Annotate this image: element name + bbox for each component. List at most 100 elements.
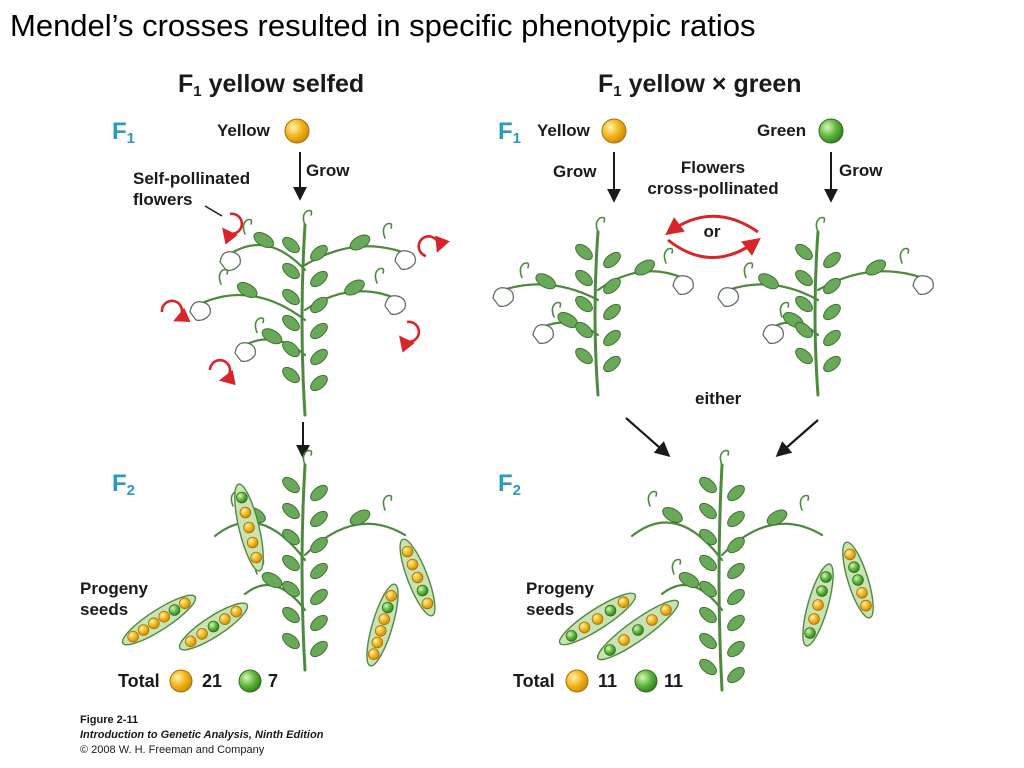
tendril xyxy=(519,262,530,279)
leaf xyxy=(795,243,813,261)
leaf xyxy=(310,614,328,632)
tendril xyxy=(743,262,754,279)
yellow-seed-icon xyxy=(601,118,627,144)
yellow-seed-icon xyxy=(179,597,191,610)
leaf xyxy=(634,259,656,276)
leaf xyxy=(282,314,300,332)
leaf xyxy=(261,328,283,345)
pea-flower xyxy=(394,250,416,270)
plant-stem xyxy=(717,463,724,692)
tendril xyxy=(382,494,393,511)
yellow-seed-icon xyxy=(250,551,263,564)
pod-shell xyxy=(366,583,399,667)
yellow-seed-icon xyxy=(367,648,380,660)
pointer-line xyxy=(204,205,223,217)
figure-caption: Figure 2-11 Introduction to Genetic Anal… xyxy=(80,713,323,758)
seed-pod xyxy=(558,592,637,646)
pea-flower xyxy=(492,287,514,307)
leaf xyxy=(282,606,300,624)
yellow-seed-icon xyxy=(401,545,414,558)
leaf xyxy=(310,348,328,366)
right-progeny-label-line2: seeds xyxy=(526,600,575,619)
green-seed-icon xyxy=(604,604,617,617)
green-seed-icon xyxy=(632,624,644,636)
self-pollinated-label-line2: flowers xyxy=(133,190,193,209)
green-seed-icon xyxy=(604,644,616,656)
yellow-seed-icon xyxy=(169,669,193,693)
right-green-count: 11 xyxy=(664,671,684,691)
tendril xyxy=(374,267,385,284)
pea-plant xyxy=(630,449,824,692)
pea-flower xyxy=(384,295,406,315)
leaf xyxy=(727,588,745,606)
leaf xyxy=(865,259,887,276)
leaf xyxy=(795,321,813,339)
right-green-label: Green xyxy=(757,121,807,140)
leaf xyxy=(699,632,717,650)
green-seed-icon xyxy=(168,604,181,616)
either-label: either xyxy=(695,389,742,408)
leaf xyxy=(310,296,328,314)
seed-pod xyxy=(802,563,834,647)
plant-stem xyxy=(300,463,307,672)
leaf xyxy=(575,321,593,339)
self-pollination-arrows xyxy=(160,212,450,386)
tendril xyxy=(647,490,658,507)
leaf xyxy=(795,347,813,365)
yellow-seed-icon xyxy=(230,605,243,618)
tendril xyxy=(779,301,790,318)
leaf xyxy=(575,347,593,365)
yellow-seed-icon xyxy=(127,630,139,643)
yellow-seed-icon xyxy=(378,613,391,625)
yellow-seed-icon xyxy=(660,604,672,616)
leaf xyxy=(795,295,813,313)
leaf xyxy=(310,244,328,262)
leaf xyxy=(282,528,300,546)
seed-pod xyxy=(596,599,680,661)
pea-plant xyxy=(492,216,694,397)
left-panel-title: F1 yellow selfed xyxy=(178,70,365,100)
tendril xyxy=(719,449,730,466)
yellow-seed-icon xyxy=(219,613,231,625)
yellow-seed-icon xyxy=(148,617,160,630)
left-f2-label: F2 xyxy=(112,470,136,499)
leaf xyxy=(282,262,300,280)
yellow-seed-icon xyxy=(246,536,259,549)
leaf xyxy=(349,234,371,251)
leaf xyxy=(727,510,745,528)
self-pollinated-label-line1: Self-pollinated xyxy=(133,169,251,188)
seed-pod xyxy=(121,594,197,646)
leaf xyxy=(603,329,621,347)
tendril xyxy=(671,558,682,575)
leaf xyxy=(575,295,593,313)
pea-flower xyxy=(672,275,694,295)
pea-plant xyxy=(189,209,416,417)
pea-flower xyxy=(912,275,934,295)
right-total-label: Total xyxy=(513,671,555,691)
right-f1-label: F1 xyxy=(498,118,522,147)
leaf xyxy=(236,282,258,298)
seed-pod xyxy=(842,541,874,619)
book-title: Introduction to Genetic Analysis, Ninth … xyxy=(80,729,324,741)
pea-flower xyxy=(717,287,739,307)
right-f2-label: F2 xyxy=(498,470,522,499)
green-seed-icon xyxy=(852,574,864,586)
either-arrow-right xyxy=(775,419,819,458)
tendril xyxy=(382,222,393,239)
green-seed-icon xyxy=(416,584,429,597)
green-seed-icon xyxy=(238,669,262,693)
leaf xyxy=(699,658,717,676)
tendril xyxy=(242,218,253,235)
leaf xyxy=(727,666,745,684)
left-yellow-count: 21 xyxy=(202,671,223,691)
pea-flower xyxy=(762,324,784,344)
yellow-seed-icon xyxy=(385,590,398,602)
green-seed-icon xyxy=(207,620,220,633)
leaf xyxy=(678,572,700,588)
leaf xyxy=(310,270,328,288)
leaf xyxy=(282,580,300,598)
left-yellow-label: Yellow xyxy=(217,121,270,140)
leaf xyxy=(823,303,841,321)
leaf xyxy=(766,509,788,526)
